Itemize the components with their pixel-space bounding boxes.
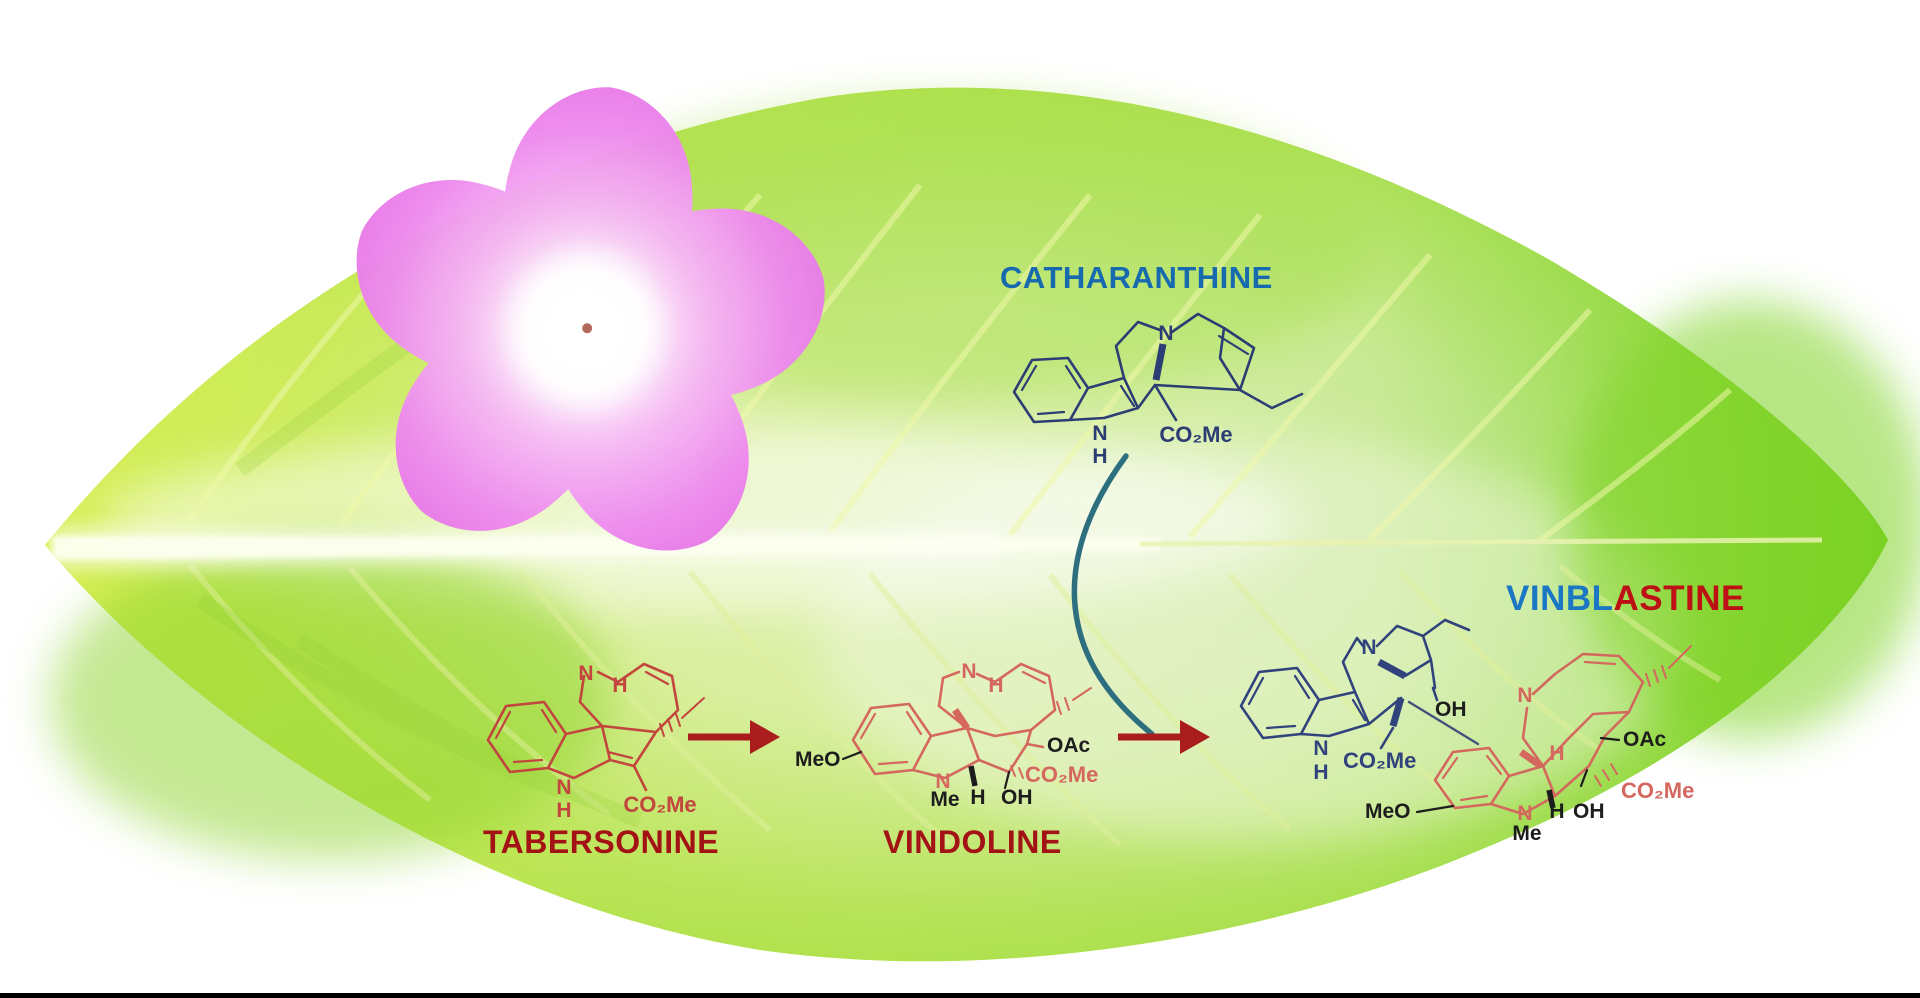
structure-catharanthine: N N H CO₂Me [1012, 312, 1304, 468]
atom-label-stereo-h-ring: H [1549, 742, 1564, 765]
leaf-midvein [52, 525, 1823, 570]
atom-label-indole-h: H [556, 799, 571, 822]
vinblastine-black-bonds [1415, 736, 1621, 814]
atom-label-ester-lower: CO₂Me [1621, 778, 1694, 803]
atom-label-n-methyl: Me [1512, 822, 1541, 845]
atom-label-indole-h: H [1092, 445, 1107, 468]
atom-label-ester: CO₂Me [623, 792, 696, 817]
atom-label-hydroxyl: OH [1001, 786, 1033, 809]
vinblastine-coupling-bond [1407, 700, 1480, 746]
atom-label-n-methyl: Me [930, 788, 959, 811]
vindoline-wedge-bond [952, 708, 970, 730]
right-arrow-icon-1 [688, 720, 780, 754]
atom-label-indole-n: N [556, 776, 571, 799]
vinblastine-lower-half [1415, 645, 1692, 816]
vinblastine-label: VINBLASTINE [1506, 579, 1745, 619]
tabersonine-label: TABERSONINE [483, 824, 720, 860]
atom-label-ring-n: N [578, 662, 593, 685]
atom-label-hydroxyl: OH [1435, 698, 1467, 721]
atom-label-indole-n: N [1313, 737, 1328, 760]
vinblastine-upper-double-bonds [1247, 674, 1367, 730]
atom-label-ring-n: N [1158, 322, 1173, 345]
vinblastine-black-wedge [1546, 789, 1556, 809]
catharanthine-bonds [1012, 312, 1304, 424]
atom-label-methoxy: MeO [795, 748, 841, 771]
structure-vindoline: MeO N H N Me H OH OAc CO₂Me [795, 660, 1098, 811]
vindoline-label: VINDOLINE [883, 824, 1062, 860]
atom-label-acetate: OAc [1047, 734, 1091, 757]
catharanthine-wedge-bond [1152, 343, 1167, 381]
structure-vinblastine: N N H CO₂Me OH N H MeO N Me H OH OAc CO₂… [1239, 618, 1694, 845]
atom-label-acetate: OAc [1623, 728, 1667, 751]
flower-center-dot [582, 323, 593, 334]
flower-image [356, 87, 825, 551]
tabersonine-double-bonds [494, 670, 670, 764]
vinblastine-lower-wedge [1518, 749, 1544, 769]
atom-label-stereo-h: H [1549, 800, 1564, 823]
atom-label-ring-h: H [612, 674, 627, 697]
atom-label-indole-h: H [1313, 761, 1328, 784]
vindoline-black-wedge [968, 765, 978, 787]
structure-tabersonine: N H N H CO₂Me [486, 662, 705, 822]
vinblastine-upper-wedges [1377, 658, 1407, 727]
atom-label-ester: CO₂Me [1025, 762, 1098, 787]
tabersonine-bonds [486, 662, 680, 792]
vinblastine-lower-double-bonds [1441, 660, 1617, 802]
catharanthine-double-bonds [1020, 334, 1250, 416]
atom-label-ring-n: N [1361, 636, 1376, 659]
vinblastine-upper-bonds [1239, 618, 1471, 750]
vindoline-double-bonds [859, 670, 1047, 766]
atom-label-ring-n: N [961, 660, 976, 683]
atom-label-hydroxyl-lower: OH [1573, 800, 1605, 823]
curved-arrow-icon [1071, 453, 1155, 737]
atom-label-ester: CO₂Me [1159, 422, 1232, 447]
vinblastine-upper-half [1239, 618, 1471, 750]
atom-label-indoline-n: N [1517, 802, 1532, 825]
atom-label-ring-h: H [988, 674, 1003, 697]
atom-label-indole-n: N [1092, 422, 1107, 445]
leaf-veins-bottom [187, 563, 1722, 848]
atom-label-ring-n-lower: N [1517, 684, 1532, 707]
atom-label-indoline-n: N [935, 770, 950, 793]
atom-label-methoxy: MeO [1365, 800, 1411, 823]
vinblastine-label-blue-part: VINBL [1506, 579, 1614, 618]
bottom-border-bar [0, 993, 1920, 998]
vindoline-black-bonds [841, 750, 1011, 790]
vinblastine-lower-bonds [1433, 652, 1645, 816]
vinblastine-label-red-part: ASTINE [1613, 579, 1745, 618]
tabersonine-hash-bonds [659, 697, 705, 737]
vinblastine-lower-hash-bonds [1594, 645, 1692, 787]
right-arrow-icon-2 [1118, 720, 1210, 754]
catharanthine-label: CATHARANTHINE [1000, 260, 1273, 295]
atom-label-ester: CO₂Me [1343, 748, 1416, 773]
vindoline-hash-bonds [1010, 687, 1092, 779]
atom-label-stereo-h: H [970, 786, 985, 809]
vindoline-bonds [851, 662, 1057, 780]
